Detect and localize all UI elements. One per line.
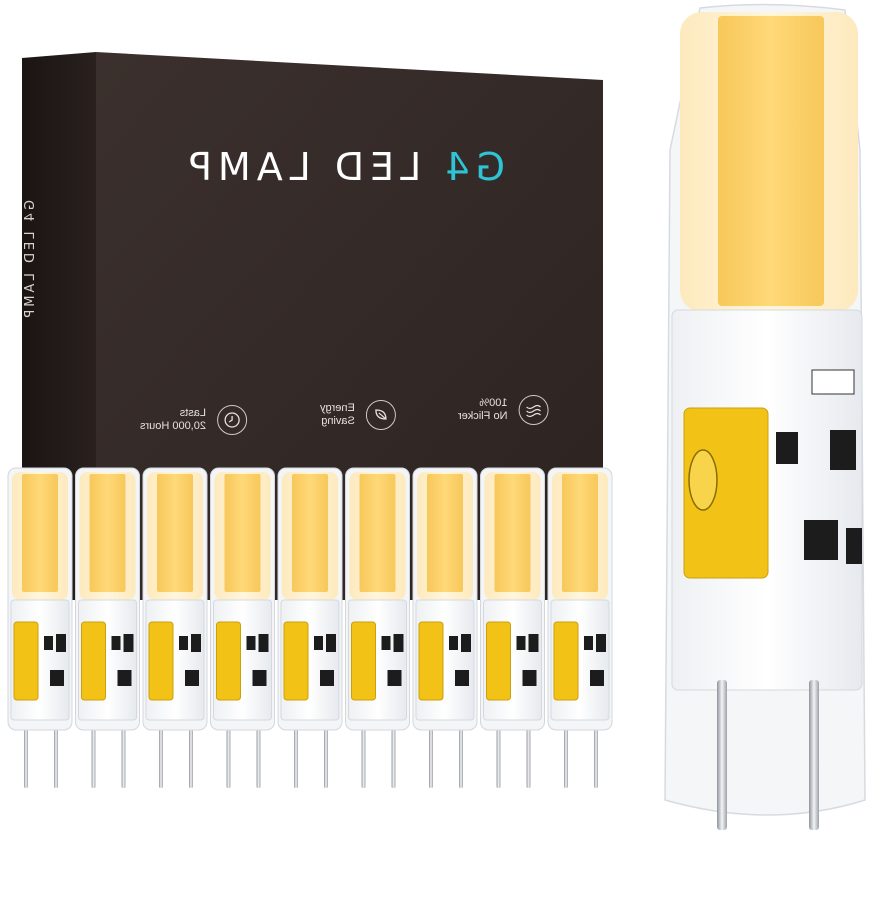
- small-bulb-pin: [459, 730, 463, 788]
- box-title-rest: LED LAMP: [183, 145, 440, 189]
- box-title: G4 LED LAMP: [183, 145, 505, 189]
- small-bulb-pin: [54, 730, 58, 788]
- feature-energy-line2: Saving: [321, 415, 355, 427]
- box-front: [96, 52, 603, 600]
- small-bulb-pin: [121, 730, 126, 788]
- small-bulb-pin: [294, 730, 298, 788]
- small-bulb-pin: [594, 730, 598, 788]
- small-bulb-pin: [189, 730, 193, 788]
- small-bulb: [210, 467, 275, 788]
- feature-energy-line1: Energy: [320, 402, 355, 414]
- small-bulb-pin: [496, 730, 501, 788]
- small-bulb-pin: [256, 730, 261, 788]
- small-bulb-pin: [226, 730, 231, 788]
- box-side: [22, 52, 96, 600]
- small-bulb: [7, 467, 73, 788]
- large-bulb: [664, 3, 866, 830]
- small-bulb: [142, 467, 208, 788]
- small-bulb-pin: [24, 730, 28, 788]
- small-bulb-pin: [429, 730, 433, 788]
- box-title-prefix: G4: [439, 145, 505, 189]
- small-bulb-pin: [391, 730, 396, 788]
- feature-flicker-line1: 100%: [479, 397, 508, 409]
- feature-lasts-line2: 20,000 Hours: [140, 420, 207, 432]
- small-bulb-pin: [526, 730, 531, 788]
- small-bulb-pin: [159, 730, 163, 788]
- feature-lasts-line1: Lasts: [179, 407, 207, 419]
- small-bulb: [480, 467, 545, 788]
- clock-icon: [217, 405, 248, 435]
- leaf-icon: [365, 400, 396, 430]
- feature-flicker: 100% No Flicker: [458, 395, 549, 425]
- small-bulb: [547, 467, 613, 788]
- feature-flicker-line2: No Flicker: [458, 410, 508, 422]
- feature-lasts: Lasts 20,000 Hours: [140, 405, 248, 435]
- small-bulb: [412, 467, 478, 788]
- small-bulb: [345, 467, 410, 788]
- wave-icon: [518, 395, 549, 425]
- small-bulb: [277, 467, 343, 788]
- small-bulb-pin: [361, 730, 366, 788]
- feature-energy: Energy Saving: [320, 400, 396, 430]
- small-bulb-pin: [564, 730, 568, 788]
- box-spine-text: G4 LED LAMP: [23, 200, 38, 321]
- small-bulb: [75, 467, 140, 788]
- small-bulb-pin: [91, 730, 96, 788]
- small-bulb-row: [7, 467, 613, 788]
- small-bulb-pin: [324, 730, 328, 788]
